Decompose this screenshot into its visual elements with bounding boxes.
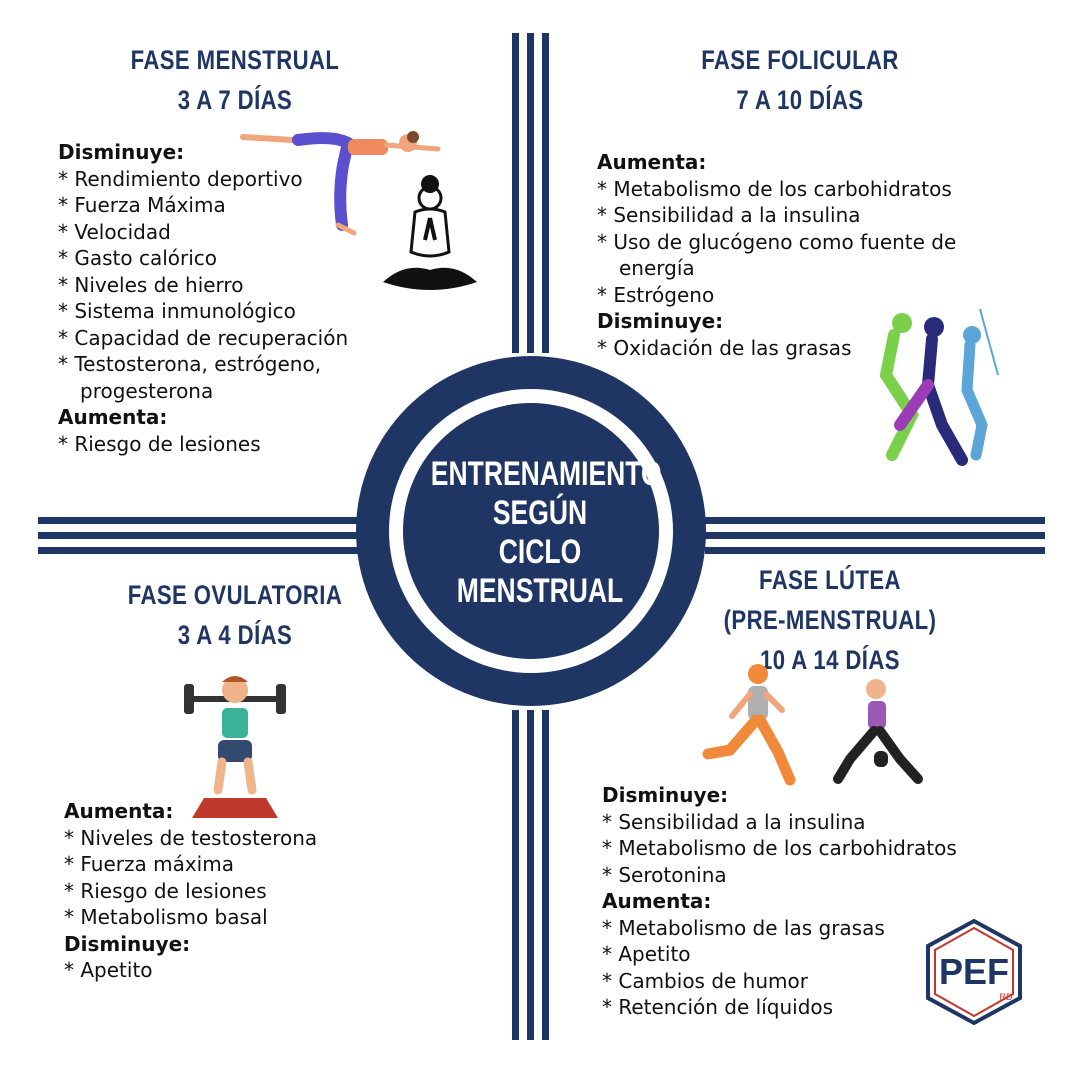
list-item: * Oxidación de las grasas [597,335,852,360]
list-item: * Apetito [64,958,153,982]
yoga-balance-figure [238,125,463,244]
list-item: * Sistema inmunológico [58,299,296,323]
list-item: * Niveles de hierro [58,272,244,297]
list-item: * Uso de glucógeno como fuente de [597,229,957,254]
lutea-subtitle: (PRE-MENSTRUAL) [723,605,937,635]
menstrual-duration: 3 A 7 DÍAS [177,85,293,115]
list-item: * Sensibilidad a la insulina [602,809,866,834]
group-label: Aumenta: [58,405,168,429]
center-title-line: CICLO [498,533,582,571]
list-item: * Estrógeno [597,282,715,307]
list-item: * Rendimiento deportivo [58,166,303,191]
athletes-silhouettes [872,305,1002,474]
logo-badge: RD [1000,992,1013,1002]
group-label: Disminuye: [64,931,191,956]
list-item: * Metabolismo de las grasas [602,915,885,940]
list-item: * Metabolismo basal [64,905,268,929]
list-item: * Fuerza máxima [64,852,234,876]
list-item-continuation: progesterona [80,378,214,403]
list-item: * Sensibilidad a la insulina [597,203,861,227]
lutea-heading: FASE LÚTEA (PRE-MENSTRUAL) 10 A 14 DÍAS [707,560,953,680]
runner-figure [700,660,800,794]
list-item: * Gasto calórico [58,246,218,270]
list-item: * Metabolismo de los carbohidratos [602,836,957,860]
lutea-duration: 10 A 14 DÍAS [760,645,900,675]
meditation-figure [375,170,485,302]
logo-text: PEF [939,951,1009,992]
group-label: Aumenta: [64,799,174,823]
list-item: * Riesgo de lesiones [58,431,261,456]
center-title: ENTRENAMIENTO SEGÚN CICLO MENSTRUAL [430,455,662,611]
folicular-title: FASE FOLICULAR [701,45,899,75]
list-item: * Metabolismo de los carbohidratos [597,176,952,201]
folicular-effects: Aumenta: * Metabolismo de los carbohidra… [597,149,956,361]
group-label: Aumenta: [597,150,707,174]
ovulatoria-effects: Aumenta: * Niveles de testosterona * Fue… [64,798,317,984]
center-circle [355,355,715,719]
folicular-duration: 7 A 10 DÍAS [736,85,864,115]
list-item: * Serotonina [602,862,727,887]
menstrual-title: FASE MENSTRUAL [130,45,340,75]
list-item: * Retención de líquidos [602,995,834,1019]
folicular-heading: FASE FOLICULAR 7 A 10 DÍAS [681,40,919,120]
group-label: Disminuye: [602,783,729,807]
lunge-figure [830,675,925,789]
group-label: Disminuye: [597,309,724,333]
lutea-effects: Disminuye: * Sensibilidad a la insulina … [602,782,957,1021]
list-item: * Velocidad [58,219,171,244]
list-item: * Riesgo de lesiones [64,878,267,903]
ovulatoria-title: FASE OVULATORIA [127,580,343,610]
list-item: * Testosterona, estrógeno, [58,352,322,376]
menstrual-heading: FASE MENSTRUAL 3 A 7 DÍAS [116,40,354,120]
group-label: Disminuye: [58,140,185,164]
ovulatoria-duration: 3 A 4 DÍAS [177,620,293,650]
group-label: Aumenta: [602,889,712,913]
pef-logo: PEF RD [920,918,1028,1030]
list-item-continuation: energía [619,256,695,280]
center-title-line: SEGÚN [492,494,588,532]
list-item: * Niveles de testosterona [64,825,318,850]
center-title-line: ENTRENAMIENTO [430,455,662,493]
list-item: * Fuerza Máxima [58,193,226,217]
list-item: * Apetito [602,942,691,966]
list-item: * Capacidad de recuperación [58,325,349,350]
list-item: * Cambios de humor [602,968,808,993]
ovulatoria-heading: FASE OVULATORIA 3 A 4 DÍAS [112,575,358,655]
center-title-line: MENSTRUAL [456,572,624,610]
menstrual-effects: Disminuye: * Rendimiento deportivo * Fue… [58,139,348,457]
weightlifter-figure [180,668,290,827]
lutea-title: FASE LÚTEA [759,565,901,595]
